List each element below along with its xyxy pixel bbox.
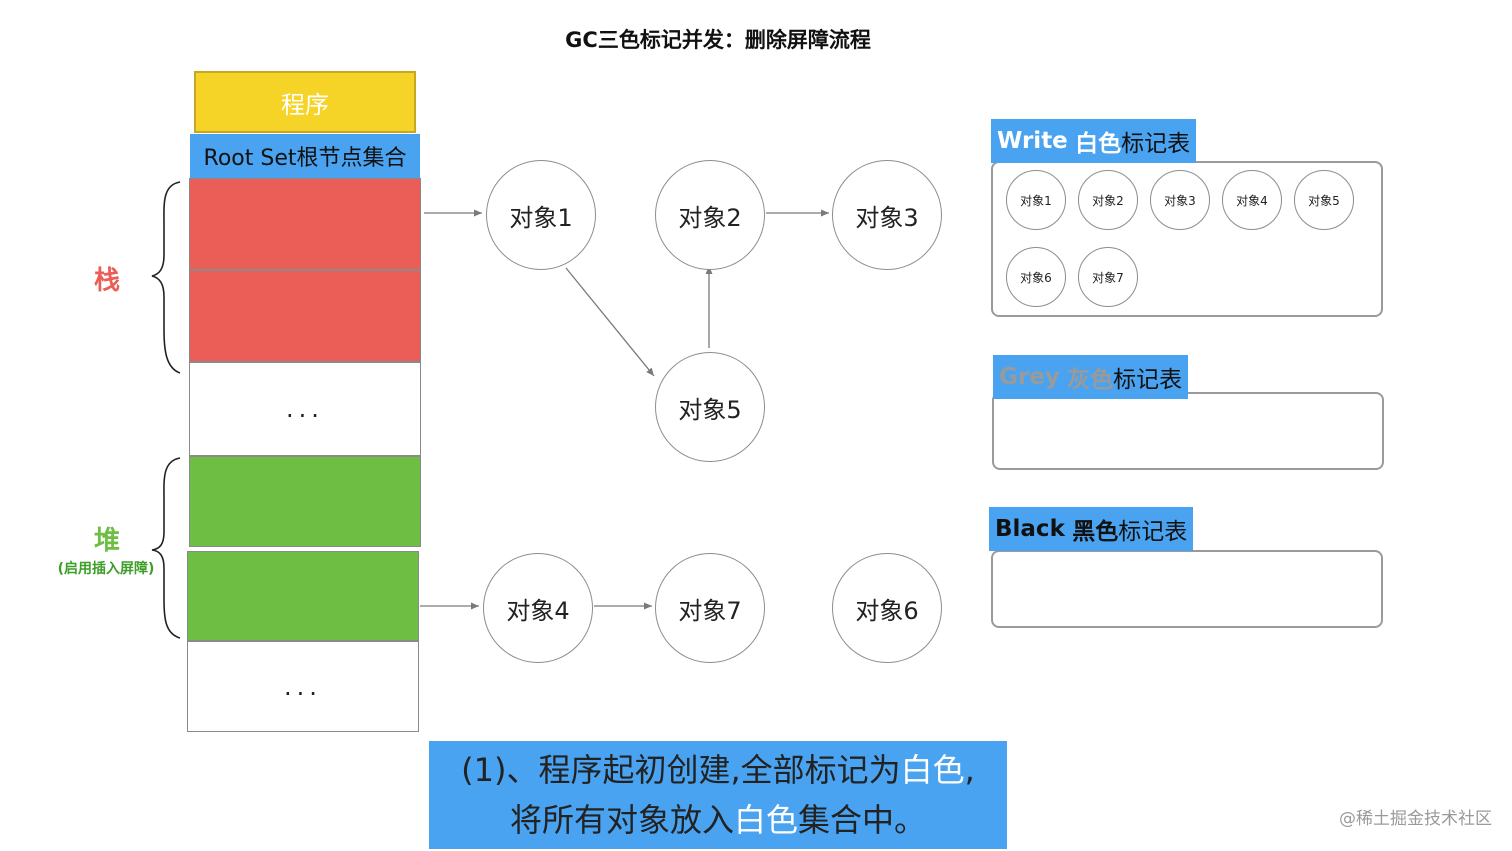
black-set-label-en: Black (995, 516, 1065, 542)
heap-cell-2 (187, 551, 419, 641)
heap-sublabel: (启用插入屏障) (57, 561, 155, 577)
white-set-label-suffix: 标记表 (1121, 131, 1191, 157)
object-node-7: 对象7 (655, 553, 765, 663)
stack-ellipsis-cell: ... (189, 362, 421, 456)
heap-label: 堆 (93, 526, 120, 556)
black-set-box (991, 550, 1383, 628)
arrow-obj1-to-obj5 (565, 267, 655, 377)
object-node-5: 对象5 (655, 352, 765, 462)
diagram-title: GC三色标记并发：删除屏障流程 (565, 28, 871, 52)
object-node-1: 对象1 (486, 160, 596, 270)
caption-line-2-suffix: 集合中。 (798, 801, 927, 839)
caption-line-1-suffix: , (964, 751, 975, 789)
stack-brace (151, 181, 181, 374)
black-set-label-color: 黑色 (1072, 519, 1119, 545)
object-node-6: 对象6 (832, 553, 942, 663)
caption-line-1: (1)、程序起初创建,全部标记为白色, (429, 745, 1007, 795)
white-set-item: 对象1 (1006, 170, 1066, 230)
object-node-4: 对象4 (483, 553, 593, 663)
black-set-label: Black 黑色标记表 (989, 507, 1194, 551)
caption-line-1-text: (1)、程序起初创建,全部标记为 (461, 751, 901, 789)
white-set-item: 对象4 (1222, 170, 1282, 230)
white-set-item: 对象2 (1078, 170, 1138, 230)
watermark: @稀土掘金技术社区 (1339, 809, 1492, 829)
grey-set-label: Grey 灰色标记表 (993, 355, 1189, 399)
program-box: 程序 (194, 71, 416, 133)
caption-highlight-white: 白色 (733, 801, 798, 839)
stack-cell-1 (189, 178, 421, 270)
white-set-label: Write 白色标记表 (991, 119, 1197, 163)
caption-highlight-white: 白色 (900, 751, 965, 789)
stack-label: 栈 (93, 266, 120, 296)
stack-cell-2 (189, 270, 421, 362)
grey-set-label-en: Grey (999, 364, 1060, 390)
heap-ellipsis-cell: ... (187, 641, 419, 732)
white-set-item: 对象7 (1078, 247, 1138, 307)
white-set-item: 对象3 (1150, 170, 1210, 230)
object-node-2: 对象2 (655, 160, 765, 270)
step-caption: (1)、程序起初创建,全部标记为白色, 将所有对象放入白色集合中。 (429, 741, 1007, 849)
white-set-item: 对象6 (1006, 247, 1066, 307)
heap-cell-1 (189, 456, 421, 547)
root-set-box: Root Set根节点集合 (190, 134, 420, 178)
grey-set-label-suffix: 标记表 (1113, 367, 1183, 393)
white-set-label-color: 白色 (1075, 131, 1122, 157)
object-node-3: 对象3 (832, 160, 942, 270)
white-set-item: 对象5 (1294, 170, 1354, 230)
caption-line-2-text: 将所有对象放入 (509, 801, 734, 839)
black-set-label-suffix: 标记表 (1118, 519, 1188, 545)
grey-set-label-color: 灰色 (1067, 367, 1114, 393)
white-set-label-en: Write (997, 128, 1068, 154)
heap-brace (151, 457, 181, 639)
caption-line-2: 将所有对象放入白色集合中。 (429, 795, 1007, 845)
grey-set-box (992, 392, 1384, 470)
